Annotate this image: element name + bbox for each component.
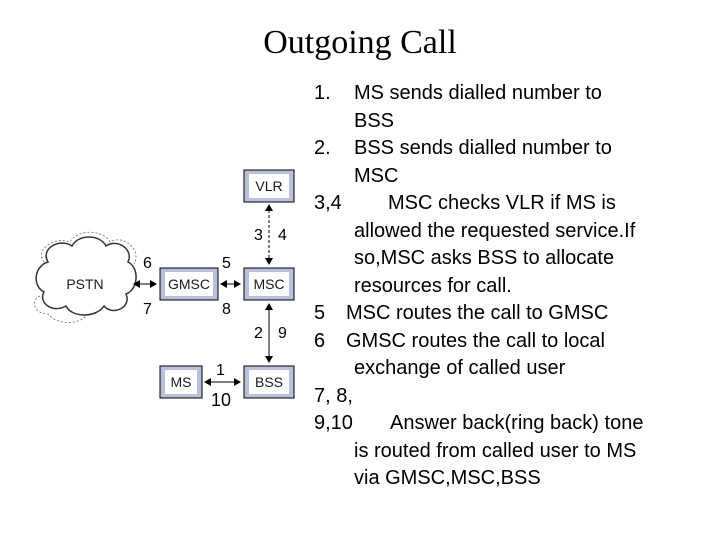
- step-3-4-line-2: allowed the requested service.If: [354, 219, 636, 242]
- step-1-line-1: MS sends dialled number to: [354, 82, 602, 104]
- pstn-label: PSTN: [66, 276, 103, 292]
- step-3-4-line-1: MSC checks VLR if MS is: [388, 192, 616, 214]
- step-6-line-2: exchange of called user: [354, 357, 566, 379]
- step-9-10-line-1: Answer back(ring back) tone: [390, 412, 644, 434]
- diagram-label-6: 6: [143, 255, 152, 272]
- msc-label: MSC: [253, 276, 284, 292]
- gmsc-node: GMSC: [159, 267, 219, 301]
- step-3-4-number: 3,4: [314, 192, 342, 214]
- gmsc-label: GMSC: [168, 276, 210, 292]
- step-9-10: 9,10 Answer back(ring back) tone is rout…: [314, 410, 714, 493]
- step-9-10-line-3: via GMSC,MSC,BSS: [354, 467, 541, 489]
- step-5-line-1: MSC routes the call to GMSC: [346, 302, 609, 324]
- vlr-node: VLR: [243, 169, 295, 203]
- diagram-label-5: 5: [222, 255, 231, 272]
- pstn-cloud: PSTN: [34, 231, 137, 323]
- step-6: 6 GMSC routes the call to local exchange…: [314, 328, 714, 383]
- diagram-label-8: 8: [222, 301, 231, 318]
- pstn-cloud-outline: [35, 236, 137, 316]
- step-3-4-line-4: resources for call.: [354, 274, 512, 297]
- bss-node: BSS: [243, 365, 295, 399]
- step-5-number: 5: [314, 302, 326, 324]
- step-7-8: 7, 8,: [314, 383, 714, 411]
- step-2: 2. BSS sends dialled number to MSC: [314, 135, 714, 190]
- step-3-4-line-3: so,MSC asks BSS to allocate: [354, 247, 615, 269]
- diagram-label-10: 10: [211, 390, 231, 410]
- step-6-number: 6: [314, 329, 326, 352]
- ms-node: MS: [159, 365, 203, 399]
- step-7-8-number: 7, 8,: [314, 384, 353, 407]
- vlr-label: VLR: [255, 178, 282, 194]
- step-5: 5 MSC routes the call to GMSC: [314, 300, 714, 328]
- step-1-line-2: BSS: [354, 109, 395, 132]
- diagram-label-3: 3: [254, 227, 263, 244]
- step-2-line-2: MSC: [354, 164, 399, 187]
- slide-title: Outgoing Call: [263, 24, 457, 61]
- step-1: 1. MS sends dialled number to BSS: [314, 80, 714, 135]
- diagram-label-4: 4: [278, 227, 287, 244]
- step-2-line-1: BSS sends dialled number to: [354, 137, 612, 159]
- diagram-label-7: 7: [143, 301, 152, 318]
- ms-label: MS: [171, 374, 192, 390]
- step-9-10-number: 9,10: [314, 412, 353, 434]
- step-9-10-line-2: is routed from called user to MS: [354, 439, 637, 462]
- diagram-label-1: 1: [216, 362, 225, 379]
- step-6-line-1: GMSC routes the call to local: [346, 329, 605, 352]
- step-3-4: 3,4 MSC checks VLR if MS is allowed the …: [314, 190, 714, 300]
- msc-node: MSC: [243, 267, 295, 301]
- step-list: 1. MS sends dialled number to BSS 2. BSS…: [314, 80, 714, 493]
- step-1-number: 1.: [314, 82, 331, 104]
- diagram-label-9: 9: [278, 325, 287, 342]
- pstn-cloud-shadow-2: [34, 295, 87, 323]
- step-2-number: 2.: [314, 137, 331, 159]
- bss-label: BSS: [255, 374, 283, 390]
- diagram-label-2: 2: [254, 325, 263, 342]
